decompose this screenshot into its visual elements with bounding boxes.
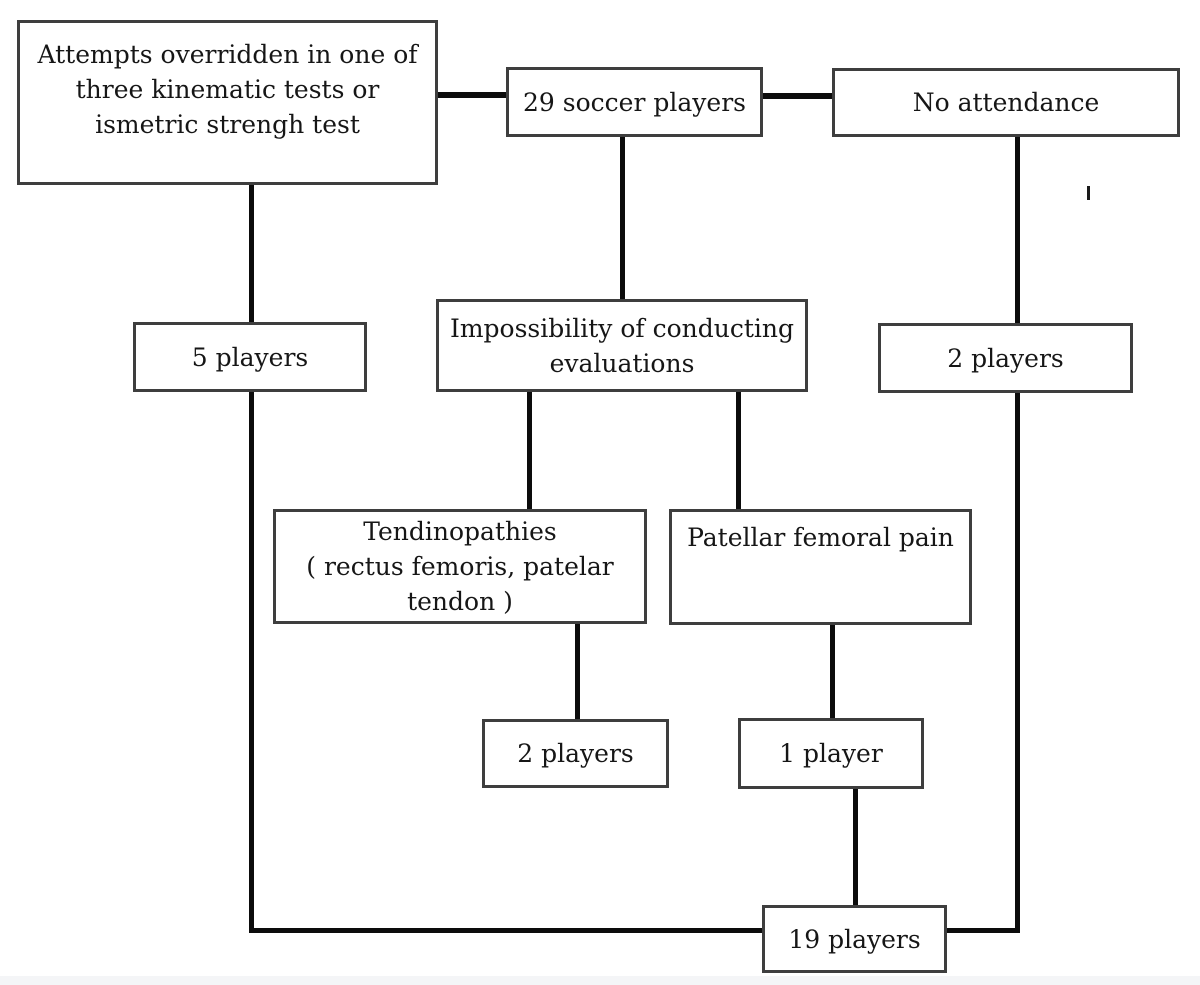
- node-1-player-label: 1 player: [779, 739, 883, 768]
- node-no-attendance-label: No attendance: [912, 88, 1100, 117]
- footer-strip: [0, 976, 1200, 985]
- connector-soccer-to-no-attendance: [761, 93, 834, 99]
- node-2-players-tendinopathies: 2 players: [482, 719, 669, 788]
- node-1-player: 1 player: [738, 718, 924, 789]
- connector-tendinopathies-to-two-players: [575, 622, 580, 721]
- node-patellar-femoral-pain: Patellar femoral pain: [669, 509, 972, 625]
- node-impossibility-evaluations: Impossibility of conducting evaluations: [436, 299, 808, 392]
- node-attempts-overridden: Attempts overridden in one of three kine…: [17, 20, 438, 185]
- connector-attempts-to-five-players: [249, 183, 254, 324]
- node-impossibility-evaluations-label: Impossibility of conducting evaluations: [449, 313, 795, 378]
- connector-two-players-down: [1015, 391, 1020, 933]
- node-2-players-no-attendance-label: 2 players: [947, 343, 1064, 373]
- connector-bottom-left-horizontal: [249, 928, 765, 933]
- node-tendinopathies: Tendinopathies ( rectus femoris, patelar…: [273, 509, 647, 624]
- node-29-soccer-players-label: 29 soccer players: [523, 87, 746, 117]
- node-tendinopathies-title: Tendinopathies: [363, 517, 557, 546]
- node-5-players: 5 players: [133, 322, 367, 392]
- node-attempts-overridden-label: Attempts overridden in one of three kine…: [37, 40, 418, 139]
- node-patellar-femoral-pain-label: Patellar femoral pain: [687, 523, 954, 552]
- connector-impossibility-to-patellar: [736, 390, 741, 511]
- connector-bottom-right-horizontal: [945, 928, 1020, 933]
- node-5-players-label: 5 players: [191, 342, 309, 372]
- connector-attempts-to-soccer: [435, 92, 508, 98]
- connector-patellar-to-one-player: [830, 623, 835, 720]
- connector-impossibility-to-tendinopathies: [527, 390, 532, 511]
- node-2-players-no-attendance: 2 players: [878, 323, 1133, 393]
- node-no-attendance: No attendance: [832, 68, 1180, 137]
- node-19-players-label: 19 players: [788, 924, 921, 954]
- connector-five-players-down: [249, 390, 254, 933]
- stray-tick-mark: [1087, 186, 1090, 200]
- node-19-players: 19 players: [762, 905, 947, 973]
- connector-no-attendance-to-two-players: [1015, 135, 1020, 325]
- node-2-players-tendinopathies-label: 2 players: [517, 739, 634, 768]
- node-29-soccer-players: 29 soccer players: [506, 67, 763, 137]
- connector-one-player-to-nineteen: [853, 787, 858, 907]
- node-tendinopathies-subtitle: ( rectus femoris, patelar tendon ): [306, 552, 614, 616]
- connector-soccer-to-impossibility: [620, 135, 625, 301]
